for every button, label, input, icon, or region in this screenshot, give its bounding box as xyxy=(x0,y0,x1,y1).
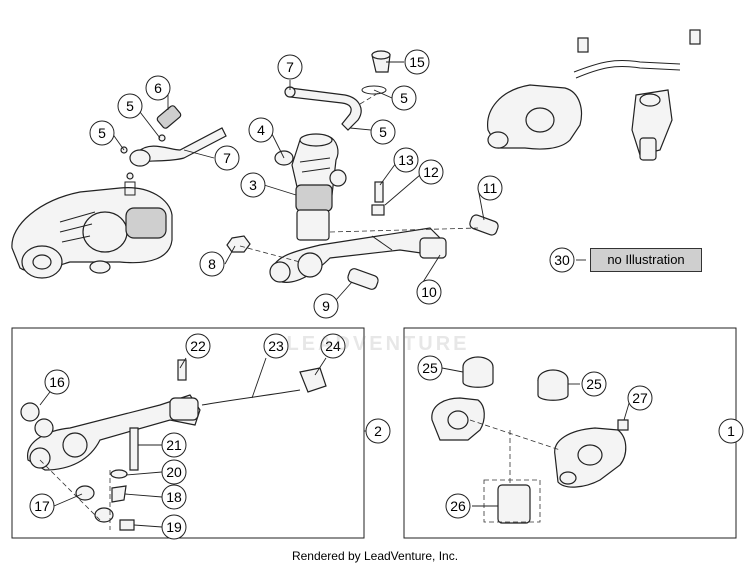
callout-30-label: 30 xyxy=(554,252,570,268)
callout-7a-label: 7 xyxy=(286,59,294,75)
callout-11-label: 11 xyxy=(483,180,498,196)
callout-27-label: 27 xyxy=(632,390,648,406)
callout-16-label: 16 xyxy=(49,374,65,390)
callout-9: 9 xyxy=(313,293,339,319)
callout-24-label: 24 xyxy=(325,338,341,354)
callout-15-label: 15 xyxy=(409,54,425,70)
brake-pedal-center xyxy=(269,227,447,283)
callout-26: 26 xyxy=(445,493,471,519)
callout-7a: 7 xyxy=(277,54,303,80)
callout-7b-label: 7 xyxy=(223,150,231,166)
callout-23-label: 23 xyxy=(268,338,284,354)
callout-21-label: 21 xyxy=(166,437,182,453)
callout-12: 12 xyxy=(418,159,444,185)
callout-5c: 5 xyxy=(391,85,417,111)
no-illustration-box: no Illustration xyxy=(590,248,702,272)
callout-5a-label: 5 xyxy=(98,125,106,141)
footer-credit: Rendered by LeadVenture, Inc. xyxy=(291,549,459,563)
callout-6-label: 6 xyxy=(154,80,162,96)
callout-5b: 5 xyxy=(117,93,143,119)
callout-5a: 5 xyxy=(89,120,115,146)
callout-22: 22 xyxy=(185,333,211,359)
callout-7b: 7 xyxy=(214,145,240,171)
banjo-bolt-15 xyxy=(361,50,391,95)
callout-26-label: 26 xyxy=(450,498,466,514)
callout-17-label: 17 xyxy=(34,498,50,514)
callout-25b: 25 xyxy=(581,371,607,397)
callout-17: 17 xyxy=(29,493,55,519)
callout-22-label: 22 xyxy=(190,338,206,354)
rear-brake-caliper-left xyxy=(11,181,173,279)
callout-4-label: 4 xyxy=(257,122,265,138)
leadventure-watermark: LEADVENTURE xyxy=(286,333,470,355)
callout-5d-label: 5 xyxy=(379,124,387,140)
callout-23: 23 xyxy=(263,333,289,359)
callout-5d: 5 xyxy=(370,119,396,145)
detail-box-caliper xyxy=(403,327,737,539)
callout-8: 8 xyxy=(199,251,225,277)
callout-30: 30 xyxy=(549,247,575,273)
callout-9-label: 9 xyxy=(322,298,330,314)
small-hardware xyxy=(226,150,499,290)
callout-25b-label: 25 xyxy=(586,376,602,392)
callout-3-label: 3 xyxy=(249,177,257,193)
callout-6: 6 xyxy=(145,75,171,101)
callout-8-label: 8 xyxy=(208,256,216,272)
callout-1: 1 xyxy=(718,418,744,444)
callout-18-label: 18 xyxy=(166,489,182,505)
callout-2: 2 xyxy=(365,418,391,444)
callout-13: 13 xyxy=(393,147,419,173)
callout-2-label: 2 xyxy=(374,423,382,439)
callout-20-label: 20 xyxy=(166,464,182,480)
callout-10-label: 10 xyxy=(421,284,437,300)
callout-27: 27 xyxy=(627,385,653,411)
reservoir-hose xyxy=(284,86,362,131)
caliper-assembly-preview xyxy=(487,29,701,161)
brake-line-left xyxy=(120,105,227,180)
detail-box-brake-pedal xyxy=(11,327,365,539)
callout-4: 4 xyxy=(248,117,274,143)
callout-15: 15 xyxy=(404,49,430,75)
callout-12-label: 12 xyxy=(423,164,439,180)
callout-19-label: 19 xyxy=(166,519,182,535)
callout-20: 20 xyxy=(161,459,187,485)
callout-18: 18 xyxy=(161,484,187,510)
callout-24: 24 xyxy=(320,333,346,359)
callout-11: 11 xyxy=(477,175,503,201)
callout-13-label: 13 xyxy=(398,152,414,168)
callout-25a: 25 xyxy=(417,355,443,381)
callout-19: 19 xyxy=(161,514,187,540)
callout-21: 21 xyxy=(161,432,187,458)
callout-3: 3 xyxy=(240,172,266,198)
callout-5b-label: 5 xyxy=(126,98,134,114)
callout-5c-label: 5 xyxy=(400,90,408,106)
master-cylinder xyxy=(291,133,347,241)
callout-10: 10 xyxy=(416,279,442,305)
callout-1-label: 1 xyxy=(727,423,735,439)
callout-25a-label: 25 xyxy=(422,360,438,376)
callout-16: 16 xyxy=(44,369,70,395)
